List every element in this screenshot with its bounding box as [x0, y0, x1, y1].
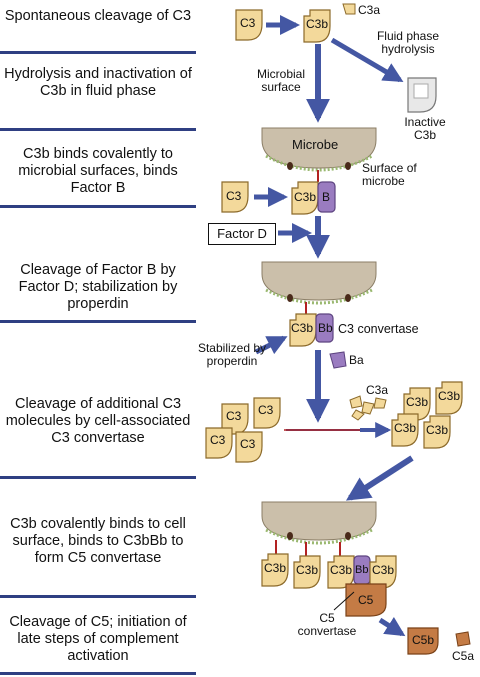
microbe-label: Microbe	[292, 137, 339, 152]
step-7: Cleavage of C5; initiation of late steps…	[2, 614, 194, 665]
c3b-label: C3b	[330, 563, 353, 577]
c3a-fragment	[361, 401, 375, 415]
step-divider-6	[0, 595, 196, 598]
c3a-fragment	[349, 395, 363, 409]
step-2: Hydrolysis and inactivation of C3b in fl…	[2, 66, 194, 100]
step-5: Cleavage of additional C3 molecules by c…	[2, 396, 194, 447]
step-4-text: Cleavage of Factor B by Factor D; stabil…	[18, 262, 178, 312]
bb-label: Bb	[318, 321, 333, 335]
microbe-surface-2	[261, 261, 377, 301]
c3b-label: C3b	[426, 423, 449, 437]
c3a-fragment	[351, 409, 365, 421]
arrow-fluid-phase	[330, 37, 404, 83]
inactive-c3b-notch	[413, 83, 429, 99]
c5b-label: C5b	[412, 633, 435, 647]
c3-label: C3	[210, 433, 226, 447]
step-divider-1	[0, 51, 196, 54]
step-5-text: Cleavage of additional C3 molecules by c…	[5, 396, 191, 446]
c3b-label: C3b	[296, 563, 319, 577]
arrow-to-c5-convertase	[345, 455, 414, 501]
c5a-fragment	[455, 631, 471, 647]
c3b-label: C3b	[438, 389, 461, 403]
factor-b-label: B	[322, 190, 331, 204]
c3-label: C3	[240, 437, 256, 451]
microbe-membrane-2	[265, 288, 373, 305]
membrane-protein	[345, 294, 351, 302]
c3-label: C3	[226, 409, 242, 423]
step-divider-5	[0, 476, 196, 479]
step-3-text: C3b binds covalently to microbial surfac…	[18, 146, 178, 196]
step-6-text: C3b covalently binds to cell surface, bi…	[10, 516, 186, 566]
step-7-text: Cleavage of C5; initiation of late steps…	[9, 614, 187, 664]
fluid-phase-label: Fluid phase hydrolysis	[376, 29, 440, 56]
c3a-label: C3a	[366, 383, 389, 397]
c5-convertase-label: C5 convertase	[297, 611, 357, 638]
ba-label: Ba	[349, 353, 364, 367]
bb-label: Bb	[355, 564, 369, 576]
step-divider-7	[0, 672, 196, 675]
c3-label: C3	[258, 403, 274, 417]
c3b-label: C3b	[306, 17, 329, 31]
step-1-text: Spontaneous cleavage of C3	[4, 8, 192, 24]
c3b-label: C3b	[406, 395, 429, 409]
step-divider-2	[0, 128, 196, 131]
c3a-label: C3a	[358, 3, 381, 17]
surface-of-microbe-label: Surface of microbe	[362, 161, 417, 188]
c5-convertase-pointer	[333, 591, 355, 611]
arrow-properdin	[254, 335, 288, 355]
step-divider-4	[0, 320, 196, 323]
microbe-surface-1	[261, 127, 377, 169]
c3b-label: C3b	[394, 421, 417, 435]
c3-convertase-label: C3 convertase	[338, 322, 419, 336]
c5-molecule	[345, 583, 387, 617]
c5a-label: C5a	[452, 649, 475, 663]
membrane-protein	[345, 162, 351, 170]
c3b-label: C3b	[372, 563, 395, 577]
microbial-surface-label: Microbial surface	[256, 67, 305, 94]
membrane-protein	[287, 162, 293, 170]
step-3: C3b binds covalently to microbial surfac…	[2, 146, 194, 197]
c3a-fragment	[342, 3, 356, 15]
bb-molecule	[315, 313, 334, 343]
ba-fragment	[329, 351, 347, 369]
microbe-membrane-1	[265, 154, 373, 172]
microbe-membrane-3	[265, 528, 373, 545]
factor-b-molecule	[317, 181, 336, 213]
step-divider-3	[0, 205, 196, 208]
c3a-fragment	[373, 397, 387, 409]
c3-label: C3	[226, 189, 242, 203]
c3b-label: C3b	[291, 321, 314, 335]
membrane-protein	[287, 532, 293, 540]
inactive-c3b-label: Inactive C3b	[404, 115, 446, 142]
c5-label: C5	[358, 593, 374, 607]
microbe-surface-3	[261, 501, 377, 541]
step-4: Cleavage of Factor B by Factor D; stabil…	[2, 262, 194, 313]
c3b-label: C3b	[294, 190, 317, 204]
stabilized-label: Stabilized by properdin	[197, 341, 267, 368]
membrane-protein	[345, 532, 351, 540]
c5b-molecule	[407, 627, 439, 655]
step-1: Spontaneous cleavage of C3	[2, 8, 194, 25]
c3b-label: C3b	[264, 561, 287, 575]
factor-d-box: Factor D	[208, 223, 276, 245]
step-2-text: Hydrolysis and inactivation of C3b in fl…	[4, 66, 192, 99]
membrane-protein	[287, 294, 293, 302]
step-6: C3b covalently binds to cell surface, bi…	[2, 516, 194, 567]
c3-label: C3	[240, 16, 256, 30]
arrow-c5-cleavage	[378, 616, 406, 637]
